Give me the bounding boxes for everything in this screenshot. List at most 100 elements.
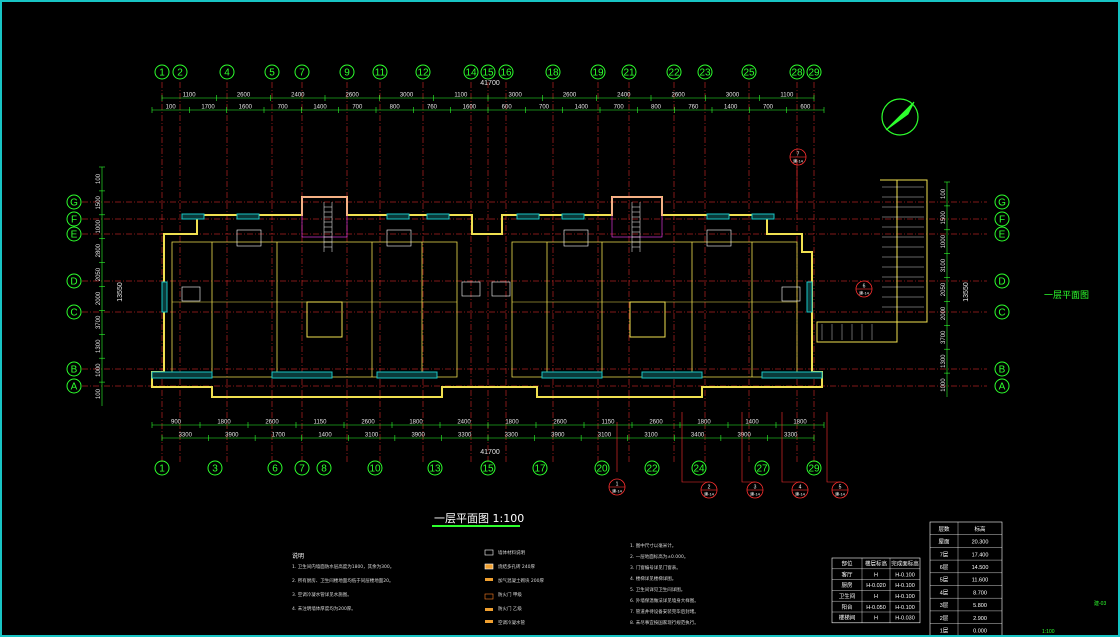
- dimension-value: 1100: [780, 93, 794, 99]
- callout-number: 4: [799, 485, 802, 491]
- axis-bubble-bottom-27: 27: [754, 460, 770, 476]
- table-cell: 20.300: [972, 540, 989, 546]
- table-cell: 客厅: [841, 570, 853, 578]
- axis-bubble-left-F: F: [66, 211, 82, 227]
- axis-bubble-left-A: A: [66, 378, 82, 394]
- axis-bubble-top-19: 19: [590, 64, 606, 80]
- axis-label: 18: [547, 68, 559, 79]
- detail-callout-6: 6建-14: [855, 280, 873, 298]
- note-line: 1. 卫生间内墙面防水层高度为1800，其余为300。: [292, 563, 394, 570]
- dimension-value: 1700: [201, 105, 215, 111]
- axis-label: E: [999, 230, 1006, 241]
- dimension-value: 100: [166, 105, 177, 111]
- table-cell: H-0.030: [895, 616, 915, 622]
- dimension-value: 3700: [96, 315, 102, 329]
- dimension-value: 1000: [96, 219, 102, 233]
- axis-bubble-top-11: 11: [372, 64, 388, 80]
- dimension-value: 1100: [454, 93, 468, 99]
- dimension-value: 2800: [96, 243, 102, 257]
- axis-label: D: [998, 277, 1005, 288]
- callout-sheet: 建-14: [612, 488, 623, 494]
- axis-bubble-bottom-1: 1: [154, 460, 170, 476]
- axis-bubble-bottom-20: 20: [594, 460, 610, 476]
- axis-bubble-top-25: 25: [741, 64, 757, 80]
- axis-bubble-top-12: 12: [415, 64, 431, 80]
- table-cell: 2.900: [973, 616, 987, 622]
- dimension-value: 1800: [793, 420, 807, 426]
- axis-label: C: [998, 308, 1005, 319]
- axis-bubble-left-D: D: [66, 273, 82, 289]
- dimension-value: 3300: [179, 433, 193, 439]
- table-cell: H-0.100: [895, 605, 915, 611]
- axis-bubble-right-B: B: [994, 361, 1010, 377]
- axis-bubble-top-2: 2: [172, 64, 188, 80]
- axis-bubble-top-4: 4: [219, 64, 235, 80]
- axis-label: F: [71, 215, 77, 226]
- callout-sheet: 建-14: [795, 491, 806, 497]
- axis-label: 22: [646, 464, 658, 475]
- table-header-cell: 楼层标高: [865, 560, 888, 568]
- dimension-value: 3300: [505, 433, 519, 439]
- dimension-value: 3900: [225, 433, 239, 439]
- dimension-value: 700: [539, 105, 550, 111]
- note-line: 8. 未尽事宜按国家现行规范执行。: [630, 619, 699, 626]
- axis-bubble-bottom-8: 8: [316, 460, 332, 476]
- note-line: 4. 楼梯详见楼梯详图。: [630, 575, 676, 582]
- table-header-cell: 完成面标高: [891, 560, 919, 568]
- dimension-value: 1300: [96, 339, 102, 353]
- table-cell: 3层: [940, 602, 949, 609]
- axis-label: C: [70, 308, 77, 319]
- dimension-value: 800: [651, 105, 662, 111]
- axis-label: B: [71, 365, 78, 376]
- dimension-value: 3100: [365, 433, 379, 439]
- axis-label: G: [998, 198, 1006, 209]
- legend: [484, 549, 494, 623]
- table-cell: 8.700: [973, 590, 987, 596]
- axis-bubble-bottom-29: 29: [806, 460, 822, 476]
- dimension-value: 2600: [265, 420, 279, 426]
- table-cell: 11.600: [972, 578, 988, 584]
- dimension-value: 2000: [96, 291, 102, 305]
- axis-label: 2: [177, 68, 183, 79]
- dimension-value: 2000: [941, 306, 947, 320]
- axis-label: 27: [756, 464, 768, 475]
- table-cell: 6层: [940, 564, 949, 571]
- table-cell: 2层: [940, 615, 949, 622]
- dimension-value: 1500: [941, 211, 947, 225]
- dimension-value: 3000: [400, 93, 414, 99]
- axis-bubble-top-9: 9: [339, 64, 355, 80]
- table-cell: 5.800: [973, 603, 987, 609]
- table-cell: 14.500: [972, 565, 989, 571]
- dimension-value: 3900: [737, 433, 751, 439]
- total-depth-right: 13550: [963, 282, 970, 302]
- axis-bubble-left-C: C: [66, 304, 82, 320]
- axis-label: 17: [534, 464, 546, 475]
- legend-line: 防火门 甲级: [498, 591, 522, 598]
- dimension-value: 1400: [745, 420, 759, 426]
- legend-line: 加气混凝土砌块 200厚: [498, 577, 545, 584]
- axis-label: 3: [212, 464, 218, 475]
- axis-label: A: [71, 382, 78, 393]
- axis-label: 5: [269, 68, 275, 79]
- axis-label: 14: [465, 68, 477, 79]
- dimension-value: 2600: [237, 93, 251, 99]
- axis-label: 29: [808, 68, 820, 79]
- table-cell: H-0.050: [866, 605, 886, 611]
- table-cell: H: [874, 594, 878, 600]
- vertical-axis-lines: [161, 82, 815, 462]
- table-header-cell: 层数: [938, 525, 950, 533]
- table-cell: 1层: [940, 627, 949, 634]
- axis-bubble-left-G: G: [66, 194, 82, 210]
- dimension-value: 1400: [724, 105, 738, 111]
- dimension-value: 2600: [345, 93, 359, 99]
- table-cell: 4层: [940, 589, 949, 596]
- axis-label: 7: [299, 68, 305, 79]
- axis-label: 20: [596, 464, 608, 475]
- dimension-value: 1800: [409, 420, 423, 426]
- plan-title: 一层平面图 1:100: [434, 512, 524, 525]
- detail-callout-1: 1建-14: [608, 478, 626, 496]
- note-line: 3. 门窗编号详见门窗表。: [630, 564, 681, 571]
